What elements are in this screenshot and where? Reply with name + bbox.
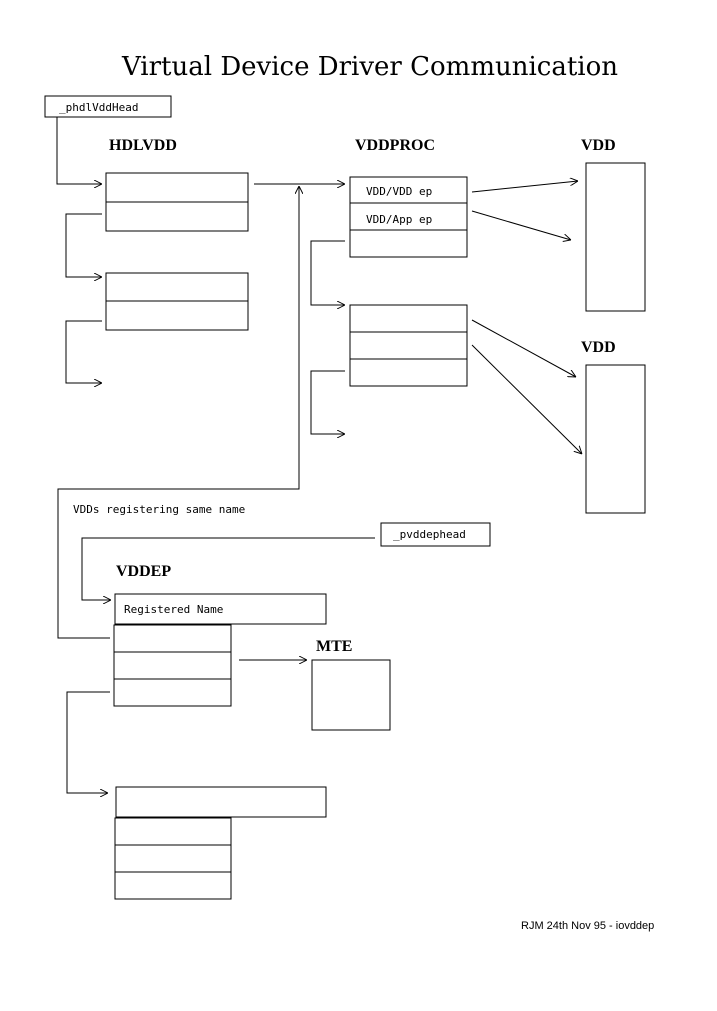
phdlvddhead-label: _phdlVddHead: [59, 101, 138, 114]
hdlvdd-node-2: [105, 272, 249, 331]
hdlvdd-next-arrow-1: [65, 213, 102, 277]
footer-credit: RJM 24th Nov 95 - iovddep: [521, 920, 654, 932]
registered-name-box: [114, 593, 327, 625]
hdlvdd-header: HDLVDD: [109, 137, 177, 154]
vdd-bottom-box: [585, 364, 646, 514]
same-name-note: VDDs registering same name: [73, 503, 245, 516]
phdlvddhead-arrow: [56, 117, 102, 184]
vdd-app-ep-label: VDD/App ep: [366, 213, 432, 226]
vdd-top-box: [585, 162, 646, 312]
vddep-to-vddproc-arrow: [57, 186, 299, 639]
diagram-title: Virtual Device Driver Communication: [121, 52, 618, 82]
vddproc-next-arrow-1: [310, 240, 345, 305]
vddproc2-arrow-2: [471, 344, 582, 454]
vddproc-node-1: [349, 176, 468, 258]
vddproc2-arrow-1: [471, 319, 576, 377]
mte-header: MTE: [316, 638, 352, 655]
app-ep-arrow: [471, 210, 571, 240]
vddep-node-2: [114, 817, 232, 900]
pvddephead-arrow: [81, 537, 375, 600]
pvddephead-label: _pvddephead: [393, 528, 466, 541]
vddproc-header: VDDPROC: [355, 137, 435, 154]
vddep-header: VDDEP: [116, 563, 171, 580]
vdd-bottom-header: VDD: [581, 339, 616, 356]
pvddephead-box: [380, 522, 491, 547]
vddep-next-arrow: [66, 691, 110, 793]
registered-name-label: Registered Name: [124, 603, 223, 616]
hdlvdd-node-1: [105, 172, 249, 232]
vddproc-node-2: [349, 304, 468, 387]
vdd-ep-arrow: [471, 181, 578, 193]
vddep2-name-box: [115, 786, 327, 818]
phdlvddhead-box: [44, 95, 172, 118]
vddproc-next-arrow-2: [310, 370, 345, 434]
vddep-node-1: [113, 624, 232, 707]
vdd-top-header: VDD: [581, 137, 616, 154]
hdlvdd-next-arrow-2: [65, 320, 102, 383]
mte-box: [311, 659, 391, 731]
vdd-vdd-ep-label: VDD/VDD ep: [366, 185, 432, 198]
